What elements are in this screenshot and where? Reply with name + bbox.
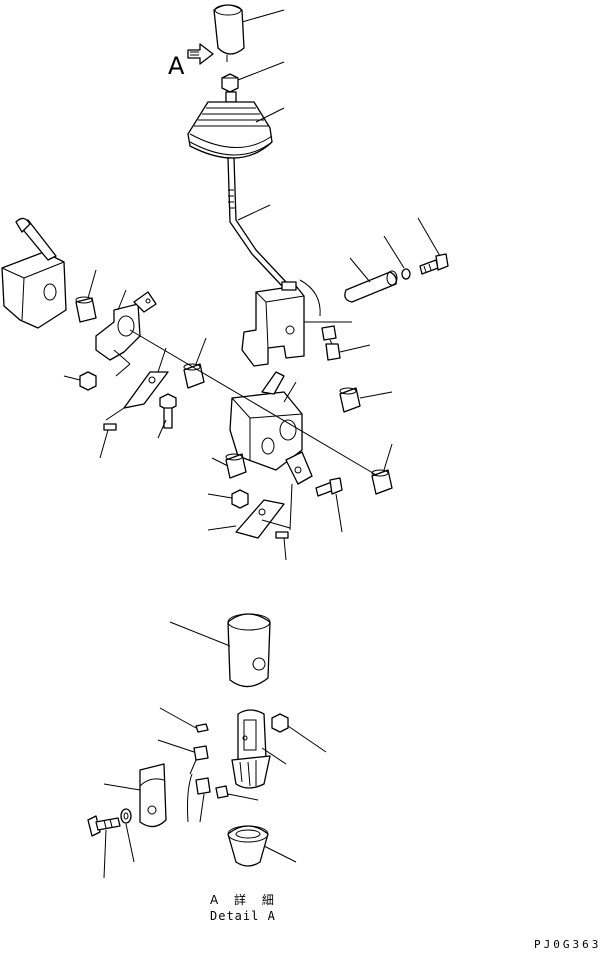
view-letter-a: A xyxy=(168,52,185,80)
lever-knob xyxy=(213,4,285,62)
view-direction-arrow: A xyxy=(168,43,214,80)
bushing-left xyxy=(75,269,97,323)
detail-knob-cover xyxy=(169,613,271,688)
nut-center-lower xyxy=(207,489,249,509)
pin-center xyxy=(275,531,289,561)
bushing-right-lower xyxy=(371,443,393,495)
washer-upper-right xyxy=(383,235,411,280)
left-cam-plate xyxy=(105,347,169,421)
lock-nut xyxy=(221,61,285,93)
left-lever-arm xyxy=(95,289,157,377)
detail-wire-harness xyxy=(187,773,259,823)
bolt-upper-right xyxy=(417,217,449,275)
bolt-center xyxy=(315,477,343,533)
detail-boot xyxy=(227,825,297,867)
nut-left xyxy=(63,371,97,391)
bushing-right-upper xyxy=(339,387,393,413)
detail-clamp xyxy=(103,763,167,828)
detail-caption-japanese: A 詳 細 xyxy=(210,892,280,907)
center-clamp xyxy=(285,451,313,531)
lever-bracket xyxy=(241,279,352,367)
pin-left xyxy=(99,423,117,459)
rubber-boot xyxy=(187,91,285,159)
left-valve-assembly xyxy=(1,217,67,329)
bushing-center-lower xyxy=(211,453,247,479)
detail-bolt xyxy=(87,815,121,879)
detail-washer xyxy=(120,808,135,863)
detail-nut xyxy=(271,713,327,753)
bushing-center xyxy=(183,337,207,389)
detail-switch xyxy=(157,739,209,775)
assembly-axis xyxy=(129,329,379,477)
detail-spring xyxy=(159,707,209,733)
detail-caption-english: Detail A xyxy=(210,909,276,923)
pivot-pin xyxy=(344,257,398,303)
drawing-number: PJ0G363 xyxy=(534,938,601,951)
bolt-left xyxy=(157,393,177,439)
wire-connector xyxy=(321,325,371,361)
detail-knob-core xyxy=(231,709,287,789)
control-lever xyxy=(227,157,287,287)
center-cam-plate xyxy=(207,499,291,539)
